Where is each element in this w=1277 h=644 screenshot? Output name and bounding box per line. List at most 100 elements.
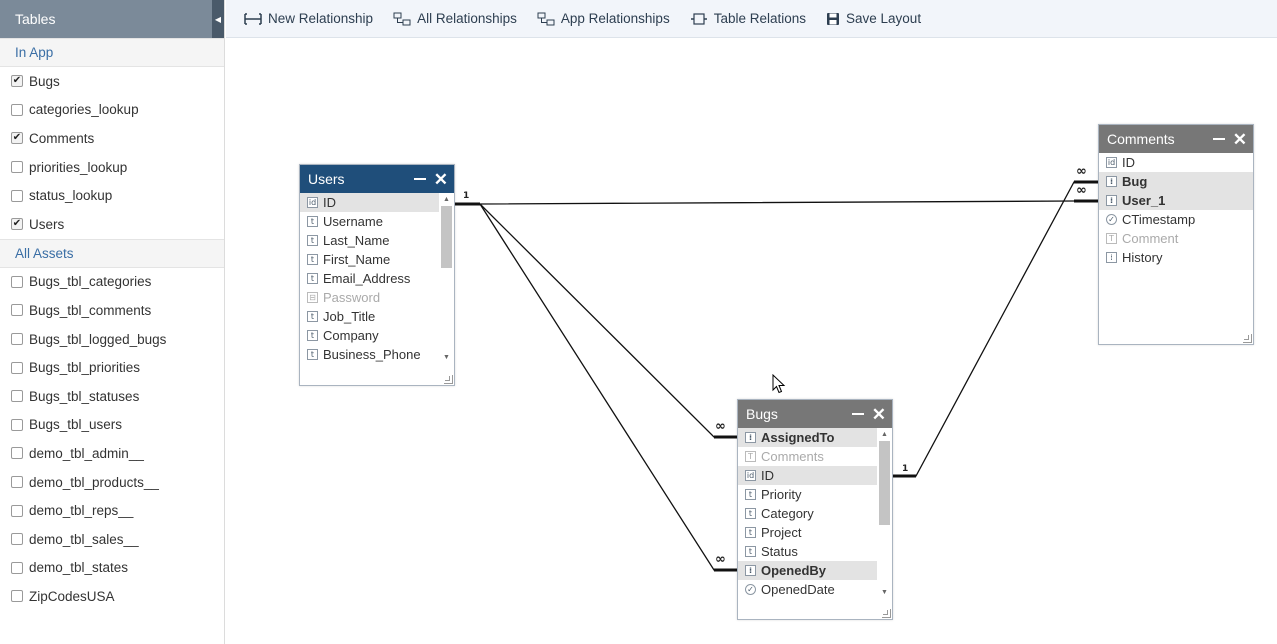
relation-users-bugs-assignedto[interactable]: [479, 203, 737, 439]
field-name: Priority: [761, 487, 802, 502]
close-icon[interactable]: ✕: [871, 404, 886, 424]
table-checkbox[interactable]: [11, 447, 23, 460]
relation-users-bugs-openedby[interactable]: [479, 203, 737, 572]
table-checkbox[interactable]: [11, 590, 23, 603]
field-row[interactable]: ✓CTimestamp: [1099, 210, 1253, 229]
table-checkbox[interactable]: [11, 561, 23, 574]
resize-handle-icon[interactable]: [444, 375, 453, 384]
sidebar-table-item[interactable]: demo_tbl_admin__: [0, 439, 224, 468]
scroll-up-icon[interactable]: ▲: [443, 196, 450, 203]
sidebar-table-item[interactable]: priorities_lookup: [0, 153, 224, 182]
sidebar-table-item[interactable]: demo_tbl_sales__: [0, 525, 224, 554]
table-bugs-title[interactable]: Bugs ✕: [738, 400, 892, 428]
text-field-icon: t: [307, 311, 318, 322]
table-checkbox[interactable]: [11, 189, 23, 202]
sidebar-table-item[interactable]: demo_tbl_products__: [0, 468, 224, 497]
table-comments-title[interactable]: Comments ✕: [1099, 125, 1253, 153]
field-row[interactable]: ✓OpenedDate: [738, 580, 877, 599]
sidebar-table-item[interactable]: Bugs_tbl_logged_bugs: [0, 325, 224, 354]
sidebar-table-item[interactable]: Bugs_tbl_users: [0, 411, 224, 440]
field-row[interactable]: ⁞OpenedBy: [738, 561, 877, 580]
sidebar-table-item[interactable]: demo_tbl_reps__: [0, 496, 224, 525]
close-icon[interactable]: ✕: [1232, 129, 1247, 149]
field-name: Comments: [761, 449, 824, 464]
table-checkbox[interactable]: [11, 103, 23, 116]
sidebar-table-item[interactable]: Bugs_tbl_statuses: [0, 382, 224, 411]
field-row[interactable]: ⊟Password: [300, 288, 439, 307]
table-checkbox[interactable]: [11, 476, 23, 489]
table-checkbox[interactable]: [11, 304, 23, 317]
app-relationships-button[interactable]: App Relationships: [537, 11, 670, 26]
lookup-field-icon: ⁞: [1106, 195, 1117, 206]
field-row[interactable]: ⁞AssignedTo: [738, 428, 877, 447]
table-checkbox[interactable]: [11, 504, 23, 517]
scrollbar[interactable]: ▲ ▼: [439, 193, 454, 364]
scroll-down-icon[interactable]: ▼: [881, 589, 888, 596]
field-row[interactable]: ⁞User_1: [1099, 191, 1253, 210]
field-name: Email_Address: [323, 271, 411, 286]
table-checkbox[interactable]: ✔: [11, 75, 23, 88]
chevron-left-icon[interactable]: ◀: [212, 0, 224, 38]
table-checkbox[interactable]: ✔: [11, 218, 23, 231]
new-relationship-button[interactable]: New Relationship: [244, 11, 373, 26]
table-relations-button[interactable]: Table Relations: [690, 11, 806, 26]
field-row[interactable]: ⁞Bug: [1099, 172, 1253, 191]
table-checkbox[interactable]: [11, 275, 23, 288]
table-users-title[interactable]: Users ✕: [300, 165, 454, 193]
minimize-icon[interactable]: [851, 413, 864, 415]
table-checkbox[interactable]: [11, 390, 23, 403]
table-checkbox[interactable]: [11, 333, 23, 346]
relation-bugs-comments[interactable]: [893, 180, 1098, 478]
scroll-up-icon[interactable]: ▲: [881, 431, 888, 438]
sidebar-table-item[interactable]: Bugs_tbl_priorities: [0, 353, 224, 382]
table-checkbox[interactable]: ✔: [11, 132, 23, 145]
relation-users-comments[interactable]: [455, 199, 1098, 206]
table-checkbox[interactable]: [11, 161, 23, 174]
sidebar-table-item[interactable]: demo_tbl_states: [0, 554, 224, 583]
sidebar-table-item[interactable]: Bugs_tbl_categories: [0, 268, 224, 297]
relationship-link-icon: [244, 12, 262, 26]
table-checkbox[interactable]: [11, 418, 23, 431]
scroll-down-icon[interactable]: ▼: [443, 354, 450, 361]
save-layout-button[interactable]: Save Layout: [826, 11, 921, 26]
minimize-icon[interactable]: [1212, 138, 1225, 140]
sidebar-table-item[interactable]: ✔Bugs: [0, 67, 224, 96]
field-row[interactable]: ⁞History: [1099, 248, 1253, 267]
sidebar-table-item[interactable]: status_lookup: [0, 181, 224, 210]
all-relationships-label: All Relationships: [417, 11, 517, 26]
table-checkbox[interactable]: [11, 533, 23, 546]
resize-handle-icon[interactable]: [1243, 334, 1252, 343]
scrollbar[interactable]: ▲ ▼: [877, 428, 892, 599]
resize-handle-icon[interactable]: [882, 609, 891, 618]
sidebar-table-item[interactable]: Bugs_tbl_comments: [0, 296, 224, 325]
sidebar-table-item[interactable]: ✔Users: [0, 210, 224, 239]
all-relationships-button[interactable]: All Relationships: [393, 11, 517, 26]
sidebar-table-item[interactable]: ZipCodesUSA: [0, 582, 224, 611]
table-checkbox[interactable]: [11, 361, 23, 374]
minimize-icon[interactable]: [413, 178, 426, 180]
sidebar-table-item[interactable]: ✔Comments: [0, 124, 224, 153]
sidebar-table-item[interactable]: categories_lookup: [0, 96, 224, 125]
text-field-icon: t: [745, 508, 756, 519]
close-icon[interactable]: ✕: [433, 169, 448, 189]
